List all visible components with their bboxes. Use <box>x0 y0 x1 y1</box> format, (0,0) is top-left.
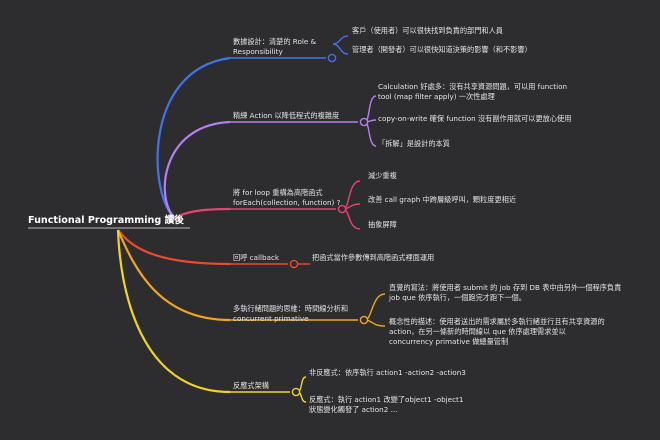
branch-5-child-2-line-1: 概念性的描述：使用者送出的需求屬於多執行緒並行且有共享資源的 <box>389 317 605 326</box>
branch-5-label-line-2: concurrent primative <box>233 314 309 323</box>
branch-6-child-1[interactable]: 非反應式：依序執行 action1 -action2 -action3 <box>309 368 466 377</box>
branch-5-child-2-line-2: action，在另一條新的時間線以 que 依序處理需求並以 <box>389 327 566 336</box>
branch-5-child-1-line-1: 直覺的寫法：將使用者 submit 的 job 存到 DB 表中由另外一個程序負… <box>389 283 622 292</box>
branch-1-label-line-2: Responsibility <box>233 47 283 56</box>
connector-root-b6 <box>116 229 231 394</box>
branch-2-child-1[interactable]: Calculation 好處多：沒有共享資源問題，可以用 function to… <box>378 82 567 102</box>
branch-2-toggle <box>359 117 369 127</box>
branch-5-child-1[interactable]: 直覺的寫法：將使用者 submit 的 job 存到 DB 表中由另外一個程序負… <box>389 283 621 303</box>
branch-3-label-line-1: 將 for loop 重構為高階函式 <box>233 188 323 197</box>
branch-5-toggle <box>359 315 369 325</box>
branch-3-child-2[interactable]: 改善 call graph 中跨層級呼叫，顆粒度更相近 <box>368 195 517 204</box>
root-node-title[interactable]: Functional Programming 讀後 <box>28 215 184 226</box>
branch-5-child-1-line-2: job que 依序執行，一個跑完才跑下一個。 <box>389 293 526 302</box>
branch-4-toggle <box>289 259 299 269</box>
branch-1-label-line-1: 數據設計：清楚的 Role & <box>233 37 317 46</box>
branch-6-child-2-line-1: 反應式：執行 action1 改變了object1 -object1 <box>309 395 464 404</box>
branch-5-child-2-line-3: concurrency primative 做總量管制 <box>389 337 509 346</box>
branch-2-child-3[interactable]: 「拆解」是設計的本質 <box>378 139 450 148</box>
branch-3-child-3[interactable]: 抽象屏障 <box>368 220 397 229</box>
connector-root-b1 <box>156 56 231 219</box>
connector-root-b3 <box>174 207 231 219</box>
branch-3-label[interactable]: 將 for loop 重構為高階函式 forEach(collection, f… <box>233 188 340 208</box>
branch-3-label-line-2: forEach(collection, function) ? <box>233 198 341 207</box>
branch-1-toggle <box>327 53 337 63</box>
branch-4-child-1[interactable]: 把函式當作參數傳到高階函式裡面運用 <box>312 253 435 262</box>
connector-root-b4 <box>117 229 231 266</box>
connector-root-b5 <box>116 229 231 322</box>
branch-3-toggle <box>337 204 347 214</box>
branch-2-label[interactable]: 精練 Action 以降低程式的複雜度 <box>233 111 340 120</box>
branch-1-label[interactable]: 數據設計：清楚的 Role & Responsibility <box>233 37 316 57</box>
branch-1-child-2[interactable]: 管理者（開發者）可以很快知道決策的影響（和不影響） <box>352 45 532 54</box>
branch-5-child-2[interactable]: 概念性的描述：使用者送出的需求屬於多執行緒並行且有共享資源的 action，在另… <box>389 317 605 347</box>
branch-4-label[interactable]: 回呼 callback <box>233 253 280 262</box>
branch-2-child-1-line-1: Calculation 好處多：沒有共享資源問題，可以用 function <box>378 82 568 91</box>
branch-6-label[interactable]: 反應式架構 <box>233 381 269 390</box>
branch-5-label-line-1: 多執行緒問題的思維：時間線分析和 <box>233 304 349 313</box>
branch-2-child-1-line-2: tool (map filter apply) 一次性處理 <box>378 92 495 101</box>
branch-1-child-1[interactable]: 客戶（使用者）可以很快找到負責的部門和人員 <box>352 26 503 35</box>
branch-6-child-2[interactable]: 反應式：執行 action1 改變了object1 -object1 狀態變化觸… <box>309 395 463 415</box>
branch-2-child-2[interactable]: copy-on-write 確保 function 沒有副作用就可以更放心使用 <box>378 114 572 123</box>
branch-6-child-2-line-2: 狀態變化觸發了 action2 ... <box>309 405 398 414</box>
connector-root-b2 <box>163 120 231 219</box>
branch-6-toggle <box>291 387 301 397</box>
branch-3-child-1[interactable]: 減少重複 <box>368 171 397 180</box>
branch-5-label[interactable]: 多執行緒問題的思維：時間線分析和 concurrent primative <box>233 304 348 324</box>
